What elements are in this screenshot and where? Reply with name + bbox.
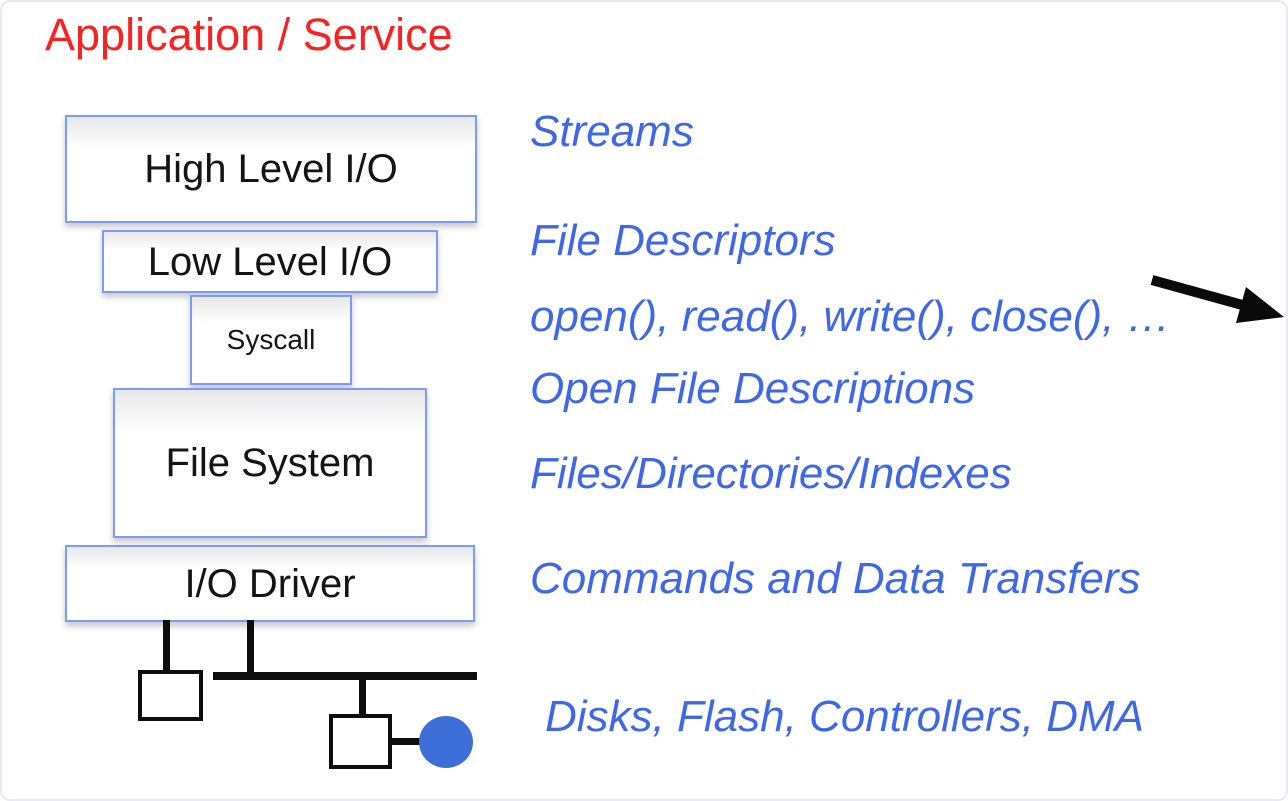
- stack-box-io-driver: I/O Driver: [65, 545, 475, 622]
- annotation-syscall-functions: open(), read(), write(), close(), …: [530, 292, 1171, 341]
- stack-box-label: File System: [165, 441, 375, 485]
- arrow-icon: [1150, 275, 1284, 323]
- page-title: Application / Service: [45, 9, 453, 60]
- stack-box-label: High Level I/O: [144, 147, 398, 191]
- annotation-disks-flash-controllers-dma: Disks, Flash, Controllers, DMA: [545, 692, 1145, 741]
- bus-line: [213, 672, 477, 680]
- stack-box-label: I/O Driver: [184, 561, 356, 606]
- stack-box-file-system: File System: [113, 388, 427, 538]
- stack-box-label: Syscall: [226, 324, 316, 355]
- stack-box-label: Low Level I/O: [147, 239, 393, 284]
- stack-box-high-level-io: High Level I/O: [65, 115, 477, 223]
- annotation-open-file-descriptions: Open File Descriptions: [530, 364, 976, 413]
- stack-box-low-level-io: Low Level I/O: [102, 230, 438, 293]
- device-box-left: [138, 670, 203, 721]
- driver-wire-right: [247, 620, 254, 680]
- device-box-right: [329, 714, 392, 769]
- annotation-streams: Streams: [530, 107, 694, 156]
- stack-box-syscall: Syscall: [190, 295, 352, 385]
- driver-wire-left: [163, 620, 170, 675]
- annotation-commands-data-transfers: Commands and Data Transfers: [530, 554, 1141, 603]
- annotation-file-descriptors: File Descriptors: [530, 216, 836, 265]
- bus-drop-line: [359, 676, 366, 721]
- annotation-files-directories-indexes: Files/Directories/Indexes: [530, 449, 1012, 498]
- dma-device-circle: [419, 716, 473, 768]
- device-connector-line: [388, 738, 426, 745]
